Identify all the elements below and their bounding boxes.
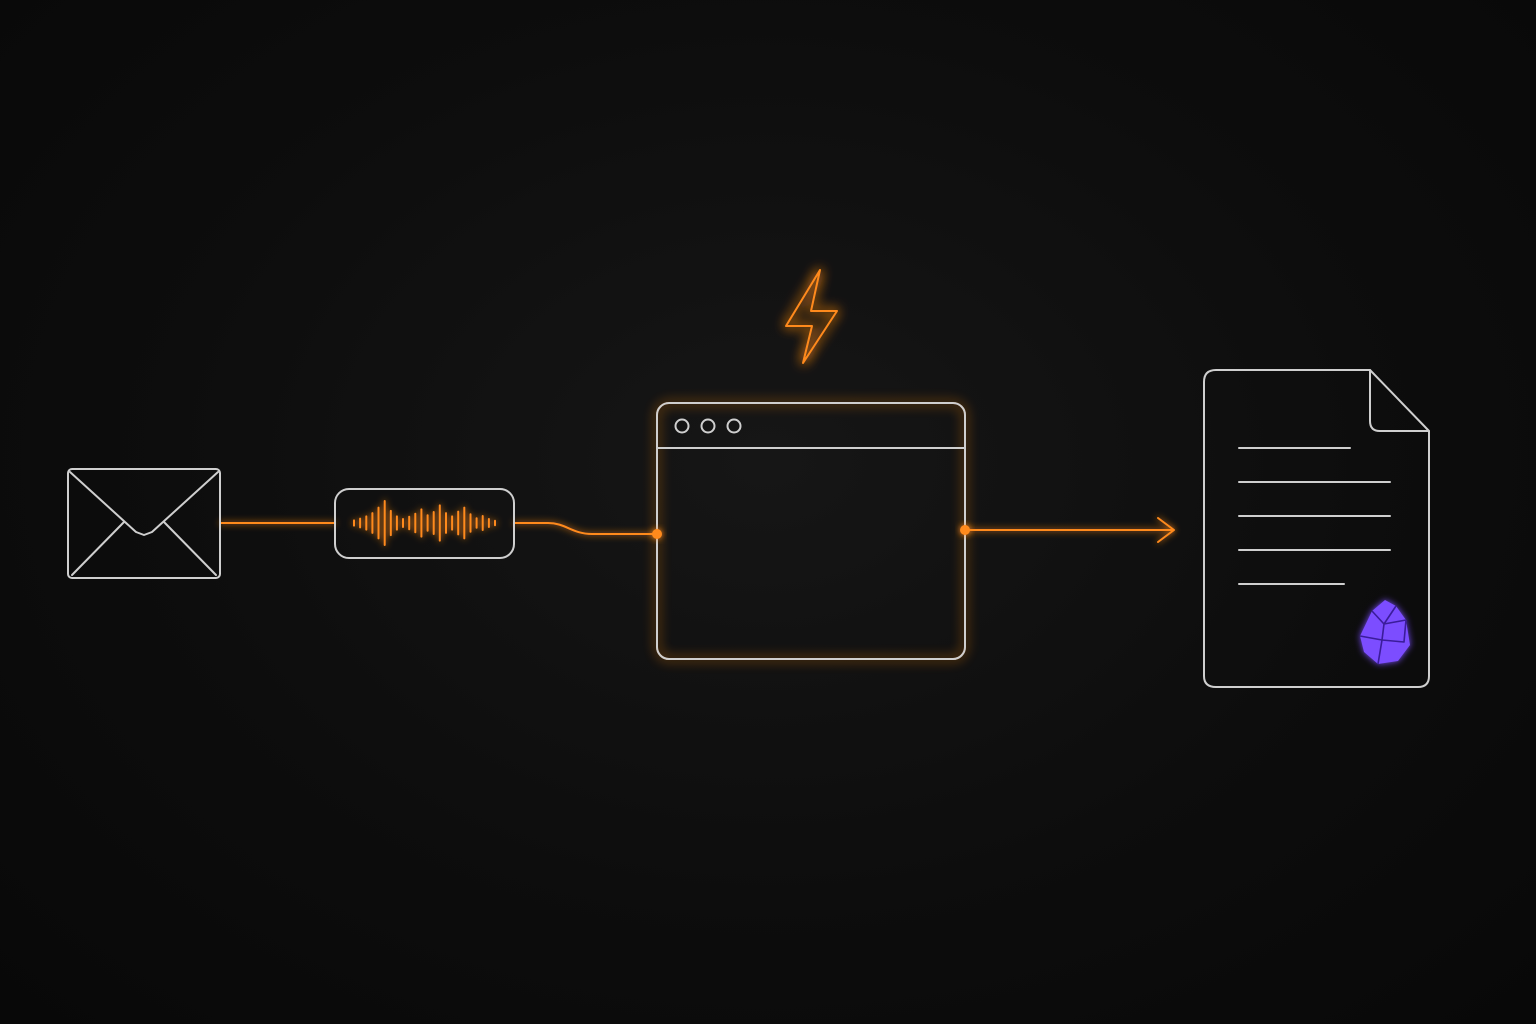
waveform-bars (353, 500, 496, 546)
envelope-fold-right (163, 521, 217, 576)
input-port-dot (652, 529, 662, 539)
gem-shape (1360, 600, 1410, 664)
window-frame (656, 402, 966, 660)
gem-facets (1359, 605, 1407, 665)
output-port-dot (960, 525, 970, 535)
envelope-icon (67, 468, 221, 579)
crystal-gem-icon (1359, 600, 1410, 665)
envelope-flap (69, 471, 219, 536)
envelope-body (67, 468, 221, 579)
window-dot-icon (700, 418, 716, 434)
connector-waveform-to-window (513, 522, 658, 535)
document-page (1203, 369, 1430, 688)
connectors (219, 517, 1175, 543)
lightning-bolt-icon (785, 269, 838, 364)
arrowhead-icon (1157, 517, 1175, 543)
audio-pill (334, 488, 515, 559)
document-corner-fold (1369, 369, 1430, 432)
app-window-icon (652, 402, 970, 660)
window-dot-icon (674, 418, 690, 434)
window-dot-icon (726, 418, 742, 434)
document-icon (1203, 369, 1430, 688)
audio-waveform-icon (334, 488, 515, 559)
envelope-fold-left (71, 521, 125, 576)
window-glow (656, 402, 966, 660)
